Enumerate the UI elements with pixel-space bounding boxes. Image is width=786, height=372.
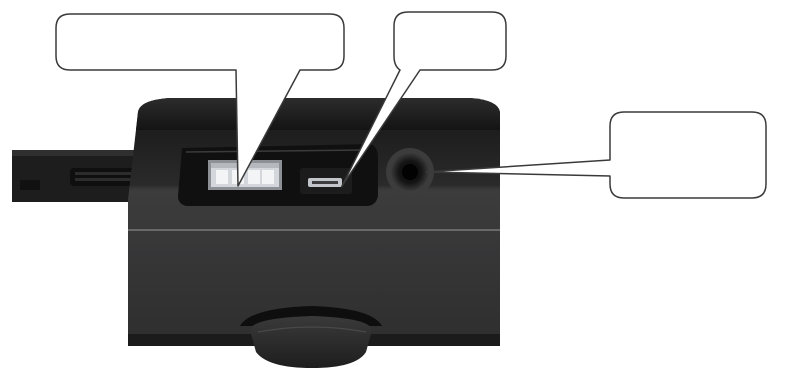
thumb-grip xyxy=(240,306,382,368)
